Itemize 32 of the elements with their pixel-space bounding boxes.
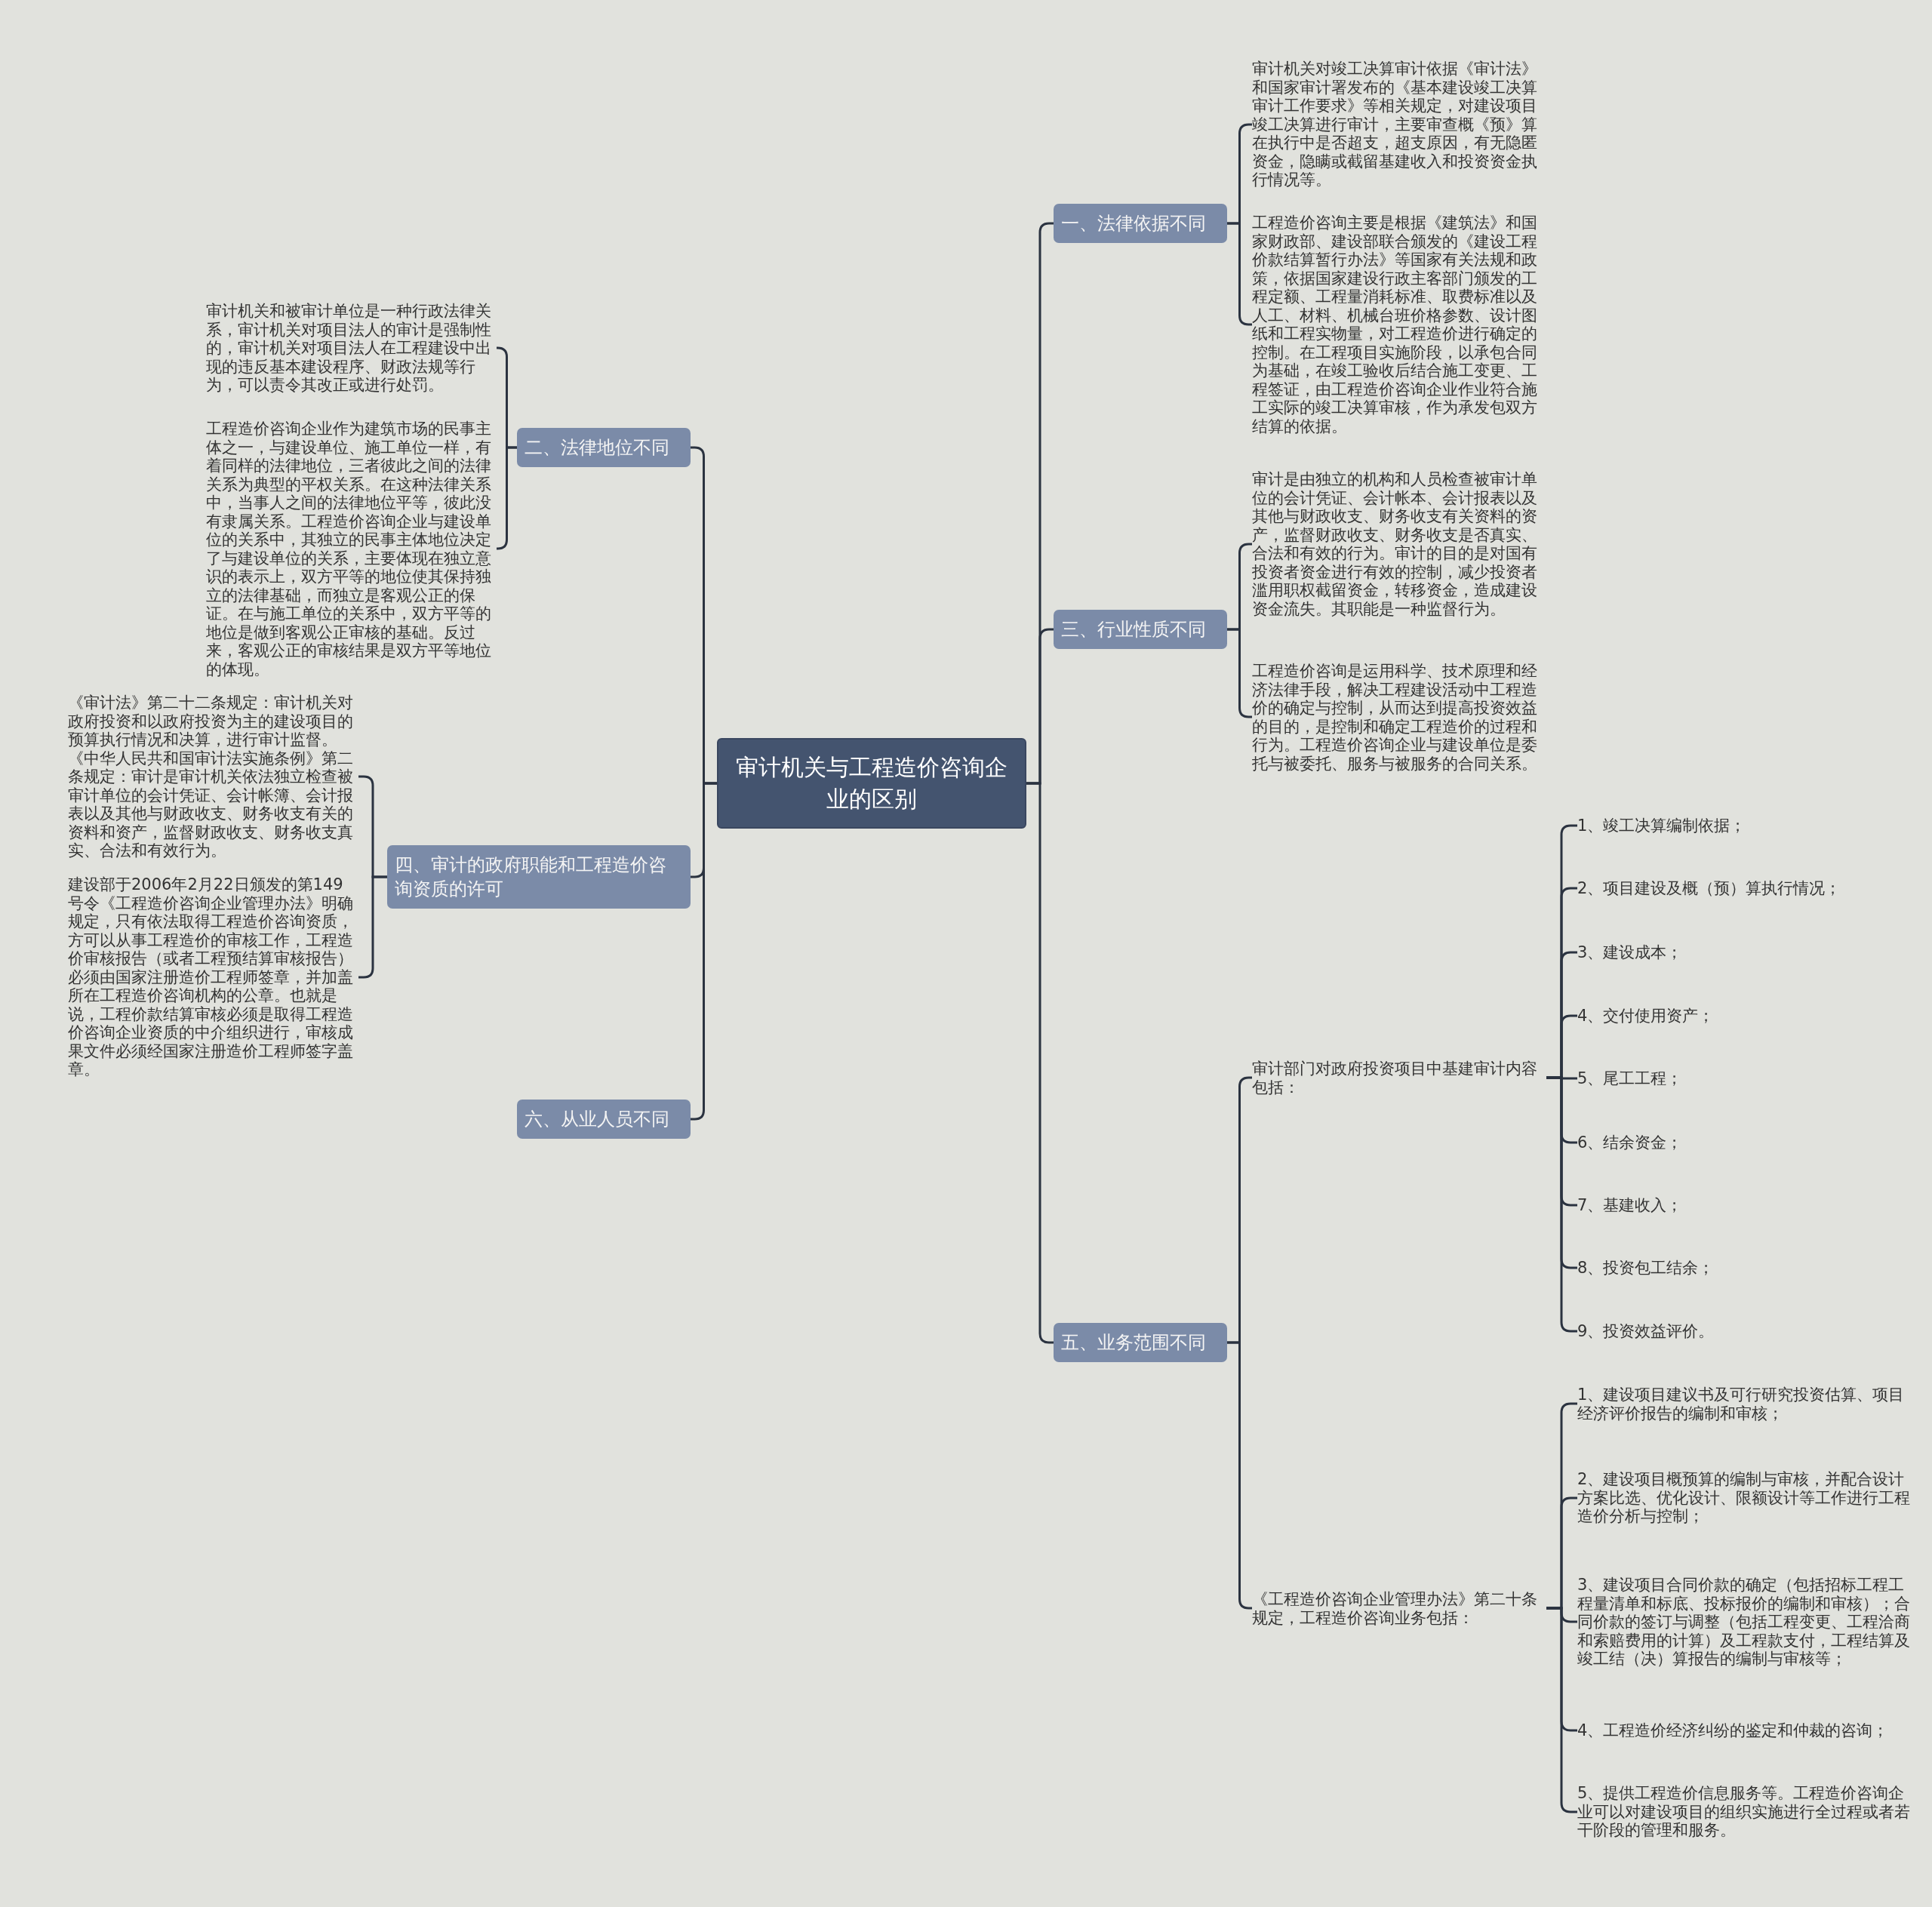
branch-topic: 六、从业人员不同 [517,1100,691,1139]
topic-text: 6、结余资金； [1577,1133,1909,1152]
topic-text: 5、提供工程造价信息服务等。工程造价咨询企业可以对建设项目的组织实施进行全过程或者若干阶段的管理和服务。 [1577,1784,1913,1840]
topic-text: 工程造价咨询是运用科学、技术原理和经济法律手段，解决工程建设活动中工程造价的确定与控制，从而达到提高投资效益的目的，是控制和确定工程造价的过程和行为。工程造价咨询企业与建设单位是委托与被委托、服务与被服务的合同关系。 [1252,661,1546,773]
topic-text: 7、基建收入； [1577,1195,1909,1215]
topic-text: 2、建设项目概预算的编制与审核，并配合设计方案比选、优化设计、限额设计等工作进行工程造价分析与控制； [1577,1470,1913,1526]
topic-text: 8、投资包工结余； [1577,1258,1909,1278]
topic-text: 1、建设项目建议书及可行研究投资估算、项目经济评价报告的编制和审核； [1577,1385,1913,1423]
topic-text: 《工程造价咨询企业管理办法》第二十条规定，工程造价咨询业务包括： [1252,1589,1546,1627]
branch-topic: 一、法律依据不同 [1054,204,1227,243]
topic-text: 3、建设成本； [1577,943,1909,962]
branch-topic: 四、审计的政府职能和工程造价咨询资质的许可 [387,845,691,909]
branch-topic: 五、业务范围不同 [1054,1323,1227,1362]
branch-topic: 三、行业性质不同 [1054,610,1227,649]
topic-text: 审计机关和被审计单位是一种行政法律关系，审计机关对项目法人的审计是强制性的，审计机关对项目法人在工程建设中出现的违反基本建设程序、财政法规等行为，可以责令其改正或进行处罚。 [206,301,497,395]
topic-text: 9、投资效益评价。 [1577,1321,1909,1341]
root-topic: 审计机关与工程造价咨询企业的区别 [717,738,1026,829]
topic-text: 4、交付使用资产； [1577,1006,1909,1026]
topic-text: 工程造价咨询企业作为建筑市场的民事主体之一，与建设单位、施工单位一样，有着同样的法律地位，三者彼此之间的法律关系为典型的平权关系。在这种法律关系中，当事人之间的法律地位平等，彼此没有隶属关系。工程造价咨询企业与建设单位的关系中，其独立的民事主体地位决定了与建设单位的关系，主要体现在独立意识的表示上，双方平等的地位使其保持独立的法律基础，而独立是客观公正的保证。在与施工单位的关系中，双方平等的地位是做到客观公正审核的基础。反过来，客观公正的审核结果是双方平等地位的体现。 [206,419,497,678]
topic-text: 审计部门对政府投资项目中基建审计内容包括： [1252,1059,1546,1097]
topic-text: 《审计法》第二十二条规定：审计机关对政府投资和以政府投资为主的建设项目的预算执行情况和决算，进行审计监督。《中华人民共和国审计法实施条例》第二条规定：审计是审计机关依法独立检查被审计单位的会计凭证、会计帐簿、会计报表以及其他与财政收支、财务收支有关的资料和资产，监督财政收支、财务收支真实、合法和有效行为。 [68,693,358,860]
branch-topic: 二、法律地位不同 [517,428,691,467]
topic-text: 4、工程造价经济纠纷的鉴定和仲裁的咨询； [1577,1721,1913,1740]
topic-text: 工程造价咨询主要是根据《建筑法》和国家财政部、建设部联合颁发的《建设工程价款结算暂行办法》等国家有关法规和政策，依据国家建设行政主客部门颁发的工程定额、工程量消耗标准、取费标准以及人工、材料、机械台班价格参数、设计图纸和工程实物量，对工程造价进行确定的控制。在工程项目实施阶段，以承包合同为基础，在竣工验收后结合施工变更、工程签证，由工程造价咨询企业作业符合施工实际的竣工决算审核，作为承发包双方结算的依据。 [1252,214,1546,435]
connector [496,446,517,550]
topic-text: 1、竣工决算编制依据； [1577,816,1909,835]
topic-text: 审计是由独立的机构和人员检查被审计单位的会计凭证、会计帐本、会计报表以及其他与财政收支、财务收支有关资料的资产，监督财政收支、财务收支是否真实、合法和有效的行为。审计的目的是对国有投资者资金进行有效的控制，减少投资者滥用职权截留资金，转移资金，造成建设资金流失。其职能是一种监督行为。 [1252,470,1546,618]
topic-text: 5、尾工工程； [1577,1069,1909,1088]
topic-text: 建设部于2006年2月22日颁发的第149号令《工程造价咨询企业管理办法》明确规定，只有依法取得工程造价咨询资质，方可以从事工程造价的审核工作，工程造价审核报告（或者工程预结算审核报告）必须由国家注册造价工程师签章，并加盖所在工程造价咨询机构的公章。也就是说，工程价款结算审核必须是取得工程造价咨询企业资质的中介组织进行，审核成果文件必须经国家注册造价工程师签字盖章。 [68,875,358,1079]
topic-text: 3、建设项目合同价款的确定（包括招标工程工程量清单和标底、投标报价的编制和审核）；合同价款的签订与调整（包括工程变更、工程洽商和索赔费用的计算）及工程款支付，工程结算及竣工结（决）算报告的编制与审核等； [1577,1575,1913,1669]
topic-text: 2、项目建设及概（预）算执行情况； [1577,878,1909,898]
topic-text: 审计机关对竣工决算审计依据《审计法》和国家审计署发布的《基本建设竣工决算审计工作要求》等相关规定，对建设项目竣工决算进行审计，主要审查概《预》算在执行中是否超支，超支原因，有无隐匿资金，隐瞒或截留基建收入和投资资金执行情况等。 [1252,60,1546,189]
